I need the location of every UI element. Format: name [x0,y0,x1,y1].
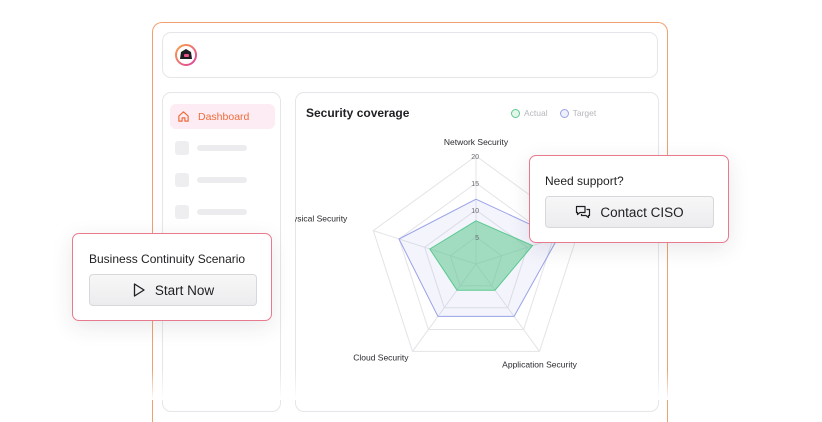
chart-title: Security coverage [306,106,410,120]
scenario-card-title: Business Continuity Scenario [89,252,246,266]
support-card-title: Need support? [545,174,624,188]
chat-icon [576,205,591,219]
radar-tick-label: 10 [471,208,479,215]
bottom-fade [0,370,822,400]
sidebar-item-placeholder[interactable] [175,173,247,187]
start-now-label: Start Now [154,282,215,298]
legend-item-actual[interactable]: Actual [511,108,548,118]
placeholder-label [197,209,247,215]
radar-axis-label: Cloud Security [353,352,409,362]
legend-dot-actual [511,108,520,118]
radar-axis-label: Application Security [502,359,577,369]
placeholder-label [197,145,247,151]
sidebar-item-placeholder[interactable] [175,141,247,155]
chart-legend: Actual Target [511,108,608,118]
contact-ciso-label: Contact CISO [600,204,684,220]
radar-axis-label: Network Security [444,137,509,147]
start-now-button[interactable]: Start Now [89,274,257,306]
placeholder-label [197,177,247,183]
radar-tick-label: 15 [471,181,479,188]
scenario-card: Business Continuity Scenario Start Now [72,233,272,321]
brand-logo-icon [175,44,197,66]
radar-series-actual [429,220,534,291]
radar-tick-label: 20 [471,154,479,161]
top-bar [162,32,658,78]
legend-label-target: Target [572,108,597,118]
legend-item-target[interactable]: Target [559,108,597,118]
placeholder-icon [175,173,189,187]
legend-label-actual: Actual [524,108,548,118]
placeholder-icon [175,141,189,155]
support-card: Need support? Contact CISO [529,155,729,243]
radar-axis-label: Physical Security [295,214,348,224]
sidebar-item-label: Dashboard [198,110,250,123]
contact-ciso-button[interactable]: Contact CISO [545,196,714,228]
legend-dot-target [559,108,569,118]
placeholder-icon [175,205,189,219]
play-icon [133,283,145,297]
radar-tick-label: 5 [475,235,479,242]
sidebar-item-placeholder[interactable] [175,205,247,219]
home-icon [178,111,189,122]
sidebar-item-dashboard[interactable]: Dashboard [170,104,275,129]
